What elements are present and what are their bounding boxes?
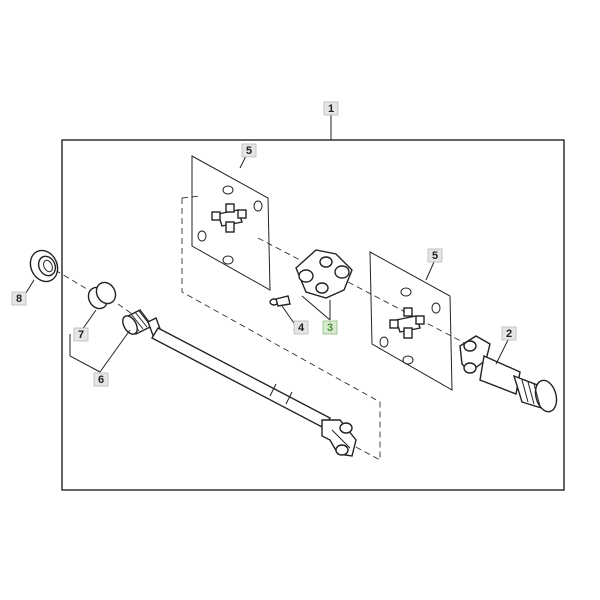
callout-3: 3 [322, 320, 338, 335]
leader-2 [495, 339, 509, 365]
callout-2: 2 [501, 326, 517, 341]
leader-5b [425, 261, 435, 281]
callout-8: 8 [11, 291, 27, 306]
svg-text:3: 3 [327, 322, 333, 334]
svg-text:6: 6 [98, 374, 104, 386]
svg-text:2: 2 [506, 328, 512, 340]
svg-text:7: 7 [78, 329, 84, 341]
grease-fitting-part [269, 295, 291, 307]
axle-shaft-part [122, 309, 357, 457]
svg-text:5: 5 [246, 145, 252, 157]
svg-text:4: 4 [298, 322, 305, 334]
leader-5a [239, 155, 247, 169]
callout-5b: 5 [427, 248, 443, 263]
assembly-centerline [54, 237, 479, 351]
bearing-kit-right-part [369, 251, 453, 391]
assembly-frame [61, 139, 565, 491]
svg-text:1: 1 [328, 103, 334, 115]
svg-text:5: 5 [432, 250, 438, 262]
leader-7 [81, 309, 97, 331]
group-outline-path [181, 195, 381, 461]
seal-ring-part [29, 249, 59, 283]
callout-1: 1 [323, 101, 339, 116]
svg-text:8: 8 [16, 293, 22, 305]
callout-6: 6 [93, 372, 109, 387]
leader-6 [69, 329, 131, 373]
bearing-kit-left-part [191, 155, 271, 291]
leader-3 [301, 295, 331, 321]
center-yoke-part [295, 249, 353, 299]
callout-5a: 5 [241, 143, 257, 158]
stub-shaft-part [459, 335, 558, 413]
callout-4: 4 [293, 320, 309, 335]
callout-7: 7 [73, 327, 89, 342]
bushing-part [87, 281, 117, 310]
